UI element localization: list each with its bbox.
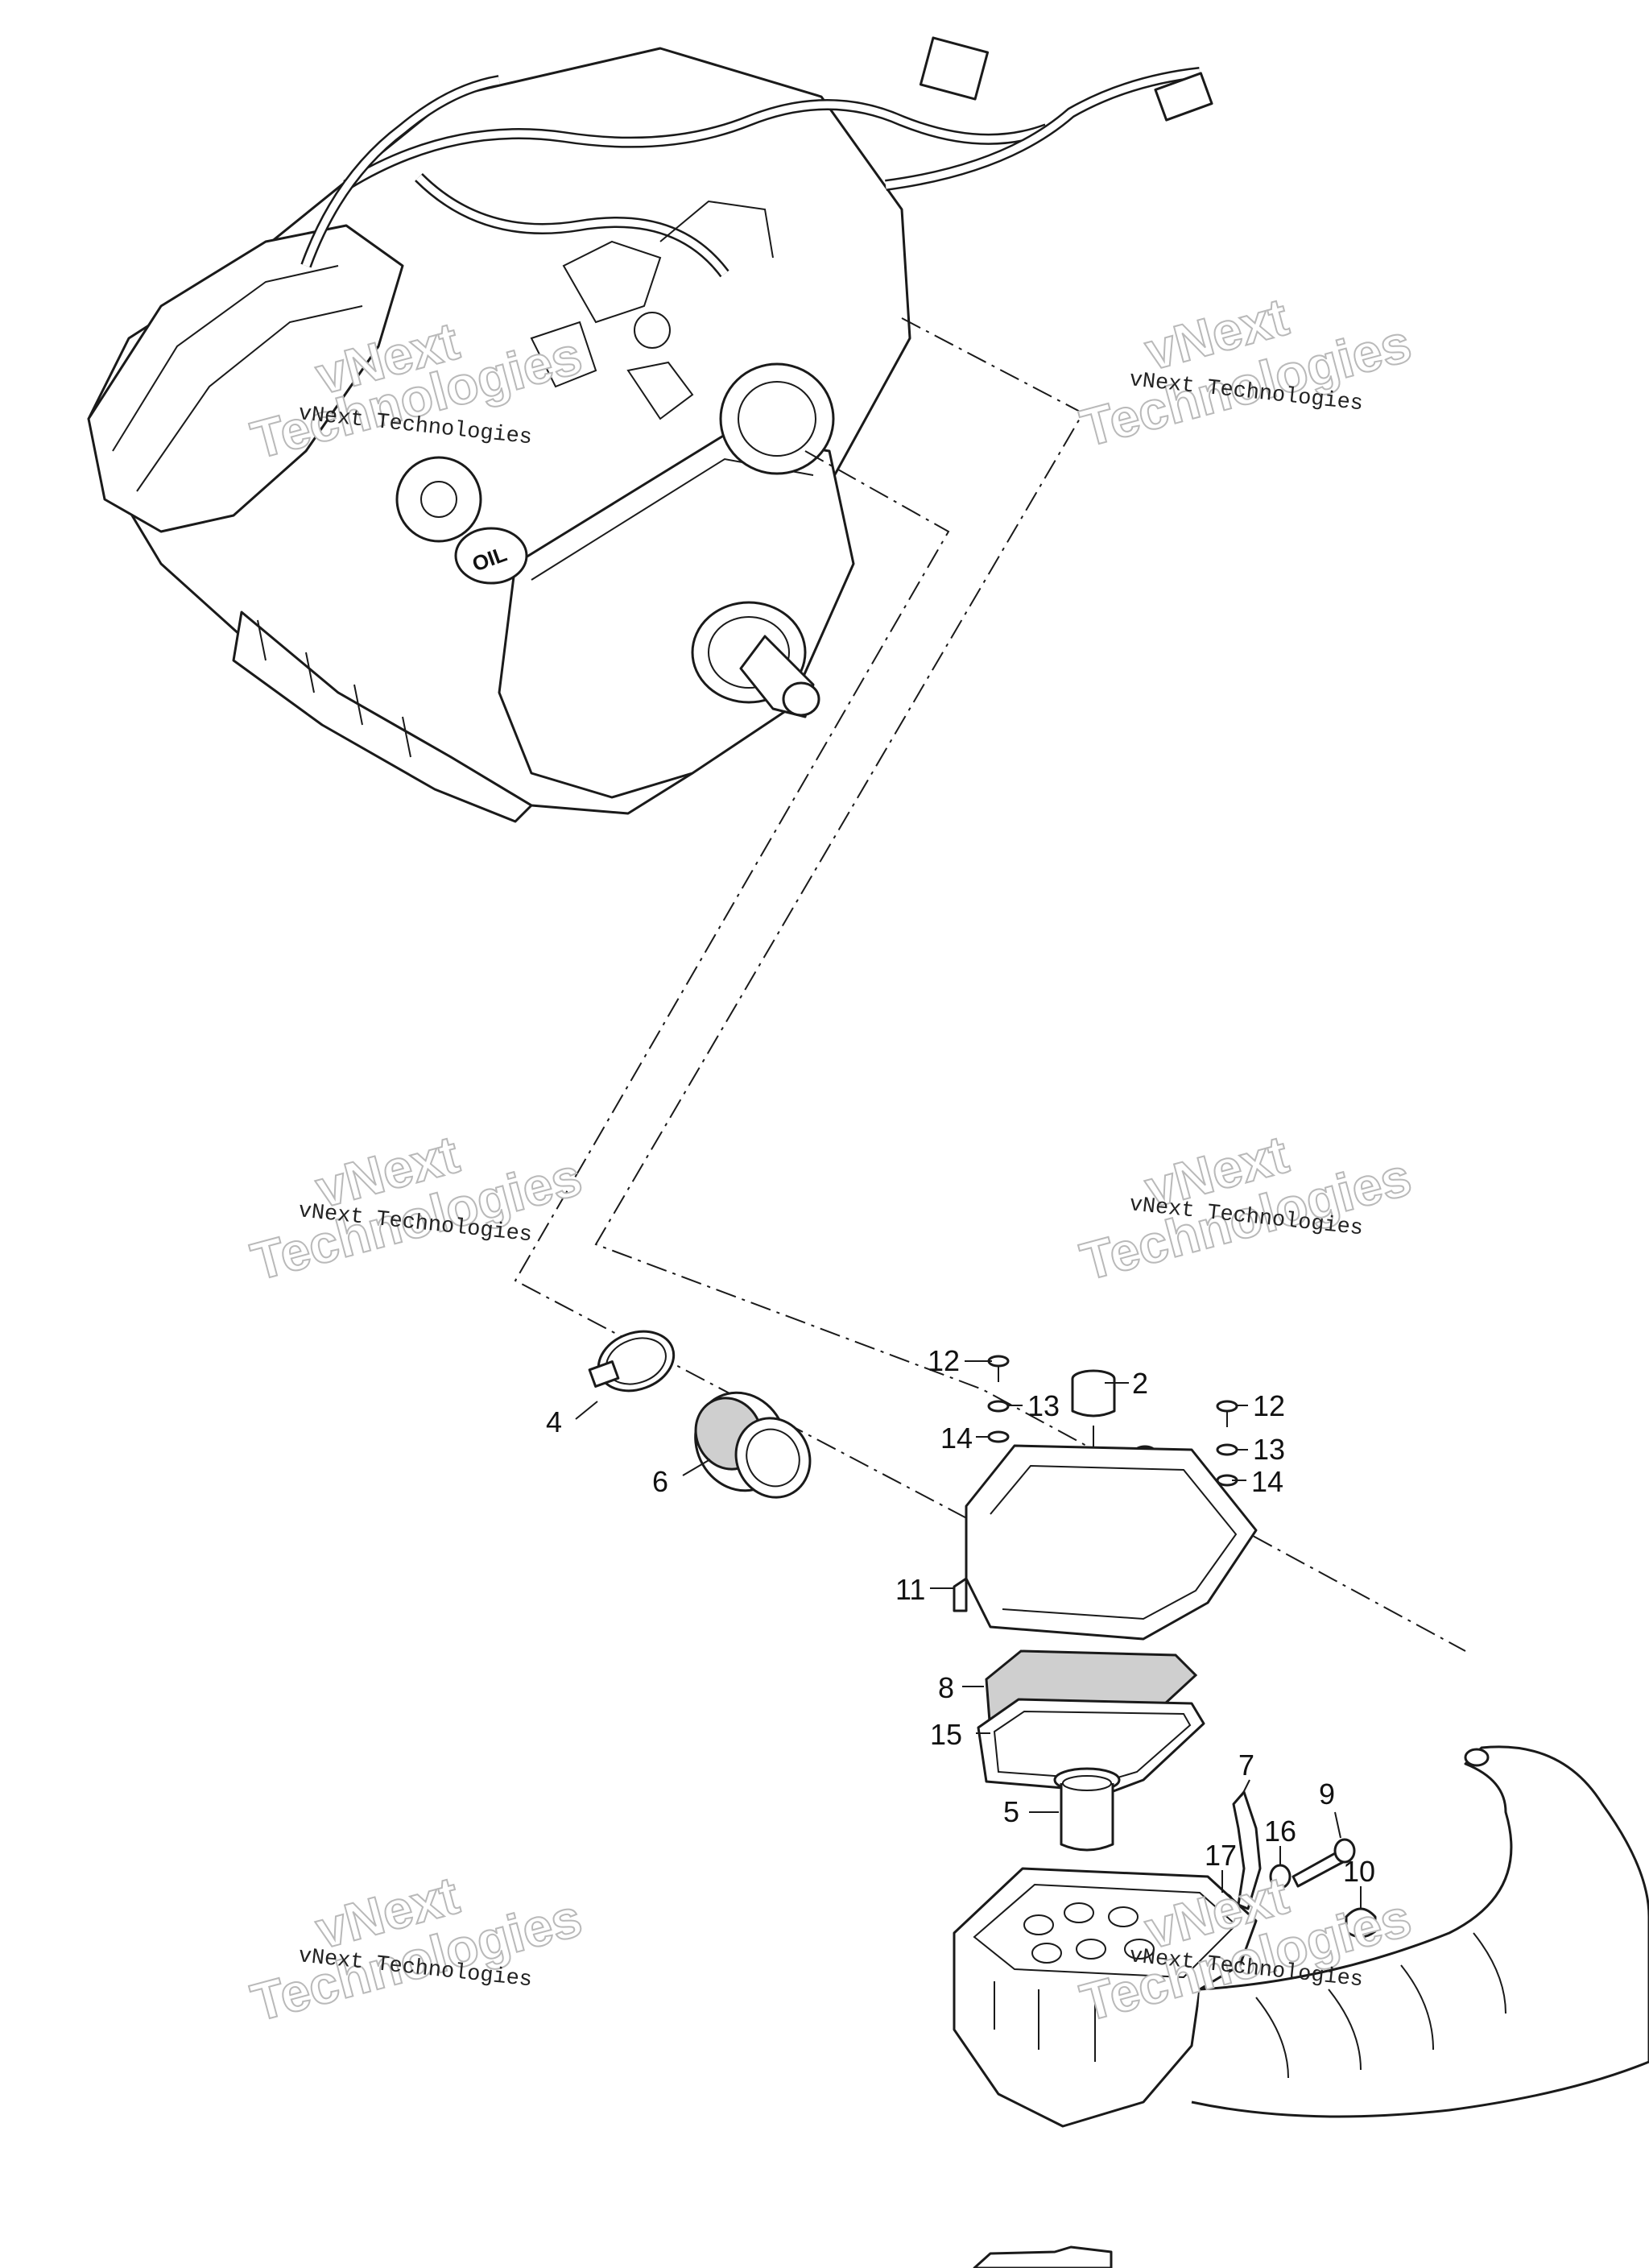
callout-8: 8 [938, 1671, 954, 1704]
callout-2: 2 [1132, 1367, 1148, 1400]
callout-4: 4 [546, 1405, 562, 1438]
callout-13: 13 [1253, 1433, 1285, 1466]
callout-13: 13 [1027, 1389, 1060, 1422]
callout-17: 17 [1205, 1839, 1237, 1872]
callout-12: 12 [1253, 1389, 1285, 1422]
watermark-4: vNext Technologies vNext Technologies [1073, 1124, 1417, 1293]
tube-part-5 [1053, 1767, 1121, 1852]
callout-14: 14 [1251, 1465, 1283, 1498]
callout-11: 11 [895, 1573, 925, 1606]
callout-14: 14 [940, 1422, 973, 1455]
gasket-part-15 [977, 1698, 1205, 1794]
callout-7: 7 [1238, 1749, 1254, 1782]
callout-12: 12 [928, 1344, 960, 1377]
intake-boot-part-6 [694, 1391, 812, 1499]
callout-15: 15 [930, 1718, 962, 1751]
callout-10: 10 [1343, 1855, 1375, 1888]
watermark-3: vNext Technologies vNext Technologies [244, 1124, 588, 1293]
callout-labels: 12 2 13 12 14 13 4 14 6 11 8 15 7 9 5 16… [546, 1344, 1375, 1888]
callout-6: 6 [652, 1465, 668, 1498]
watermark-2: vNext Technologies vNext Technologies [1073, 286, 1417, 459]
clamp-part-4 [588, 1330, 676, 1393]
callout-16: 16 [1264, 1815, 1296, 1848]
callout-5: 5 [1003, 1795, 1019, 1828]
watermark-5: vNext Technologies vNext Technologies [244, 1864, 588, 2034]
engine-assembly: OIL [87, 36, 1213, 823]
callout-9: 9 [1319, 1778, 1335, 1811]
airbox-base [953, 1745, 1649, 2128]
bottom-bracket [973, 2245, 1113, 2268]
leader-lines [575, 1360, 1362, 1909]
airbox-cover-part-11 [953, 1444, 1258, 1641]
bracket-hardware [1211, 1790, 1377, 1939]
